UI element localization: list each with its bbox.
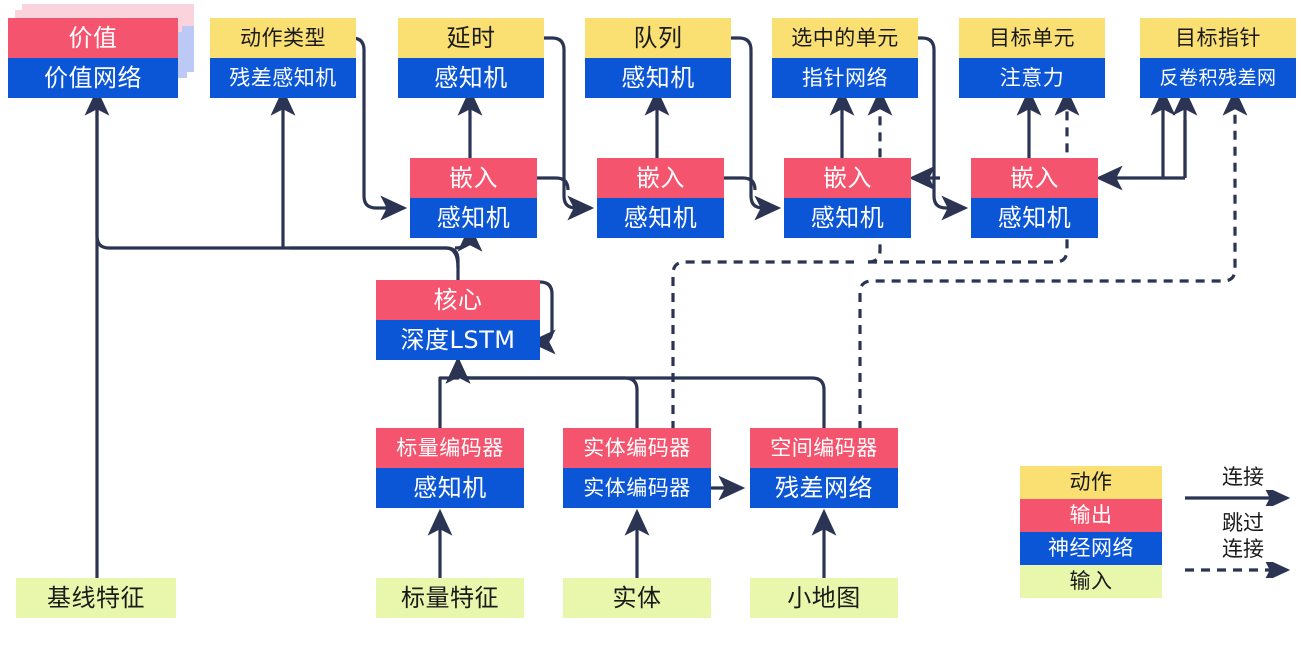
node-embed-3[interactable]: 嵌入 感知机 (784, 158, 911, 238)
node-scalar-features-label: 标量特征 (376, 578, 524, 618)
legend-swatch-input: 输入 (1020, 565, 1162, 598)
node-embed-2[interactable]: 嵌入 感知机 (597, 158, 724, 238)
wire-core-output-bus (95, 92, 460, 282)
node-scalar-encoder[interactable]: 标量编码器 感知机 (376, 428, 524, 508)
node-selected-units-top: 选中的单元 (772, 18, 918, 58)
node-entities-label: 实体 (563, 578, 711, 618)
node-queue-bottom: 感知机 (585, 58, 731, 98)
legend-swatches: 动作 输出 神经网络 输入 (1020, 466, 1162, 598)
node-delay-top: 延时 (398, 18, 544, 58)
wire-scalar-encoder-to-core (438, 356, 471, 430)
legend-solid-arrow-icon (1185, 485, 1291, 511)
node-value-bottom: 价值网络 (8, 58, 178, 98)
node-entity-encoder-bottom: 实体编码器 (563, 468, 711, 508)
wire-selected-units-to-embed4 (910, 36, 969, 221)
node-embed-2-bottom: 感知机 (597, 198, 724, 238)
node-value-top: 价值 (8, 18, 178, 58)
wire-to-embed4-from-right (1099, 120, 1187, 178)
wire-embed2-to-embed3-link (724, 176, 757, 191)
node-minimap[interactable]: 小地图 (750, 578, 898, 618)
legend-arrows: 连接 跳过 连接 (1183, 464, 1301, 583)
legend-connection-label: 连接 (1222, 465, 1264, 489)
node-embed-3-top: 嵌入 (784, 158, 911, 198)
node-baseline-features[interactable]: 基线特征 (16, 578, 176, 618)
node-entities[interactable]: 实体 (563, 578, 711, 618)
node-embed-1-bottom: 感知机 (410, 198, 537, 238)
wire-core-bus-to-embed1 (290, 246, 460, 269)
node-embed-2-top: 嵌入 (597, 158, 724, 198)
wire-embed1-to-embed2-link (537, 176, 570, 191)
node-target-point[interactable]: 目标指针 反卷积残差网 (1140, 18, 1296, 98)
node-core[interactable]: 核心 深度LSTM (376, 280, 540, 360)
node-selected-units[interactable]: 选中的单元 指针网络 (772, 18, 918, 98)
node-spatial-encoder-top: 空间编码器 (750, 428, 898, 468)
legend-dashed-arrow-icon (1185, 557, 1291, 583)
node-entity-encoder[interactable]: 实体编码器 实体编码器 (563, 428, 711, 508)
node-queue[interactable]: 队列 感知机 (585, 18, 731, 98)
node-scalar-encoder-bottom: 感知机 (376, 468, 524, 508)
node-action-type[interactable]: 动作类型 残差感知机 (210, 18, 356, 98)
node-embed-1[interactable]: 嵌入 感知机 (410, 158, 537, 238)
node-core-bottom: 深度LSTM (376, 320, 540, 360)
node-queue-top: 队列 (585, 18, 731, 58)
node-spatial-encoder[interactable]: 空间编码器 残差网络 (750, 428, 898, 508)
legend-swatch-output: 输出 (1020, 499, 1162, 532)
node-action-type-top: 动作类型 (210, 18, 356, 58)
node-embed-3-bottom: 感知机 (784, 198, 911, 238)
node-target-point-bottom: 反卷积残差网 (1140, 58, 1296, 98)
node-baseline-features-label: 基线特征 (16, 578, 176, 618)
node-action-type-bottom: 残差感知机 (210, 58, 356, 98)
node-scalar-features[interactable]: 标量特征 (376, 578, 524, 618)
node-embed-4-bottom: 感知机 (971, 198, 1098, 238)
node-core-top: 核心 (376, 280, 540, 320)
node-delay[interactable]: 延时 感知机 (398, 18, 544, 98)
node-delay-bottom: 感知机 (398, 58, 544, 98)
legend: 动作 输出 神经网络 输入 连接 跳过 连接 (1020, 464, 1301, 616)
node-target-unit[interactable]: 目标单元 注意力 (959, 18, 1105, 98)
wire-entity-encoder-to-core (445, 356, 639, 430)
node-target-unit-top: 目标单元 (959, 18, 1105, 58)
legend-swatch-action: 动作 (1020, 466, 1162, 499)
legend-skip-label-line-2: 连接 (1222, 537, 1264, 561)
skip-entity-encoder-riser (671, 260, 854, 430)
wire-queue-to-embed3 (727, 36, 782, 221)
legend-swatch-neural-network: 神经网络 (1020, 532, 1162, 565)
node-target-point-top: 目标指针 (1140, 18, 1296, 58)
node-embed-1-top: 嵌入 (410, 158, 537, 198)
node-value[interactable]: 价值 价值网络 (8, 18, 178, 98)
node-target-unit-bottom: 注意力 (959, 58, 1105, 98)
node-embed-4[interactable]: 嵌入 感知机 (971, 158, 1098, 238)
legend-skip-label-line-1: 跳过 (1222, 511, 1264, 535)
wire-spatial-encoder-to-core (445, 356, 826, 430)
node-entity-encoder-top: 实体编码器 (563, 428, 711, 468)
node-minimap-label: 小地图 (750, 578, 898, 618)
wire-delay-to-embed2 (540, 36, 595, 221)
skip-spatial-encoder-riser (858, 88, 1248, 430)
node-spatial-encoder-bottom: 残差网络 (750, 468, 898, 508)
node-selected-units-bottom: 指针网络 (772, 58, 918, 98)
node-embed-4-top: 嵌入 (971, 158, 1098, 198)
node-scalar-encoder-top: 标量编码器 (376, 428, 524, 468)
